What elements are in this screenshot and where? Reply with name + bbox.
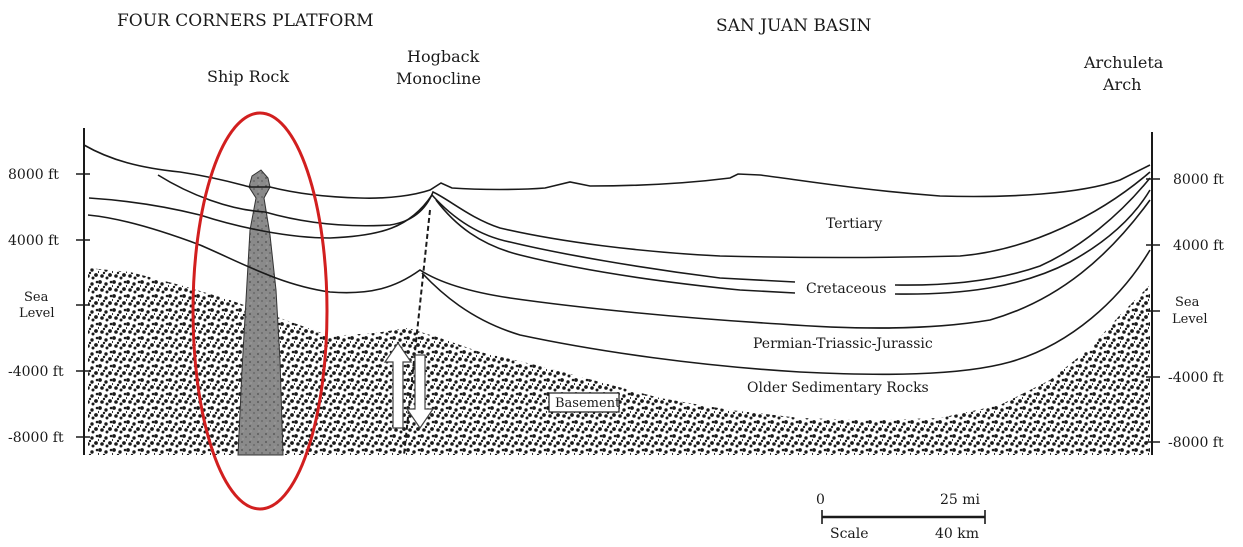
surface-line xyxy=(83,144,1151,199)
left-sea-1: Sea xyxy=(24,290,49,305)
left-tick-m4000: -4000 ft xyxy=(8,364,64,380)
left-tick-8000: 8000 ft xyxy=(8,167,59,183)
right-sea-2: Level xyxy=(1172,312,1208,327)
cretaceous-line-2b xyxy=(894,189,1151,295)
cretaceous-line-1b xyxy=(894,177,1151,286)
cretaceous-label-bg xyxy=(798,276,894,298)
label-ship-rock: Ship Rock xyxy=(207,67,289,86)
right-tick-8000: 8000 ft xyxy=(1173,172,1224,188)
basement-label-box xyxy=(548,392,620,413)
ship-rock-highlight-ellipse xyxy=(191,111,329,511)
header-san-juan: SAN JUAN BASIN xyxy=(716,16,872,36)
label-tertiary: Tertiary xyxy=(826,216,882,232)
cretaceous-line-1 xyxy=(88,193,796,283)
left-tick-m8000: -8000 ft xyxy=(8,430,64,446)
permian-base-line xyxy=(421,249,1151,376)
header-four-corners: FOUR CORNERS PLATFORM xyxy=(117,11,374,31)
label-cretaceous: Cretaceous xyxy=(806,281,886,297)
right-tick-4000: 4000 ft xyxy=(1173,238,1224,254)
scale-bar xyxy=(821,510,986,524)
label-basement: Basement xyxy=(555,396,621,411)
scale-km: 40 km xyxy=(935,526,979,542)
scale-label: Scale xyxy=(830,526,869,542)
cretaceous-base-line xyxy=(87,199,1151,329)
left-axis xyxy=(76,128,90,455)
right-axis xyxy=(1146,132,1160,455)
label-hogback-1: Hogback xyxy=(407,47,480,66)
label-older-sedimentary: Older Sedimentary Rocks xyxy=(747,380,929,396)
cretaceous-line-2 xyxy=(435,199,796,294)
label-archuleta-2: Arch xyxy=(1102,75,1141,94)
right-sea-1: Sea xyxy=(1175,295,1200,310)
right-tick-m4000: -4000 ft xyxy=(1168,370,1224,386)
scale-mi: 25 mi xyxy=(940,492,981,508)
label-hogback-2: Monocline xyxy=(396,69,481,88)
right-tick-m8000: -8000 ft xyxy=(1168,435,1224,451)
label-permian: Permian-Triassic-Jurassic xyxy=(753,336,933,352)
ship-rock-intrusion xyxy=(237,169,284,456)
scale-zero: 0 xyxy=(816,492,825,508)
basement-region xyxy=(88,268,1150,455)
fault-arrows-icon xyxy=(383,341,435,430)
hogback-fault-line xyxy=(403,209,431,456)
label-archuleta-1: Archuleta xyxy=(1083,53,1164,72)
left-tick-4000: 4000 ft xyxy=(8,233,59,249)
left-sea-2: Level xyxy=(19,306,55,321)
tertiary-base-line xyxy=(157,171,1151,259)
